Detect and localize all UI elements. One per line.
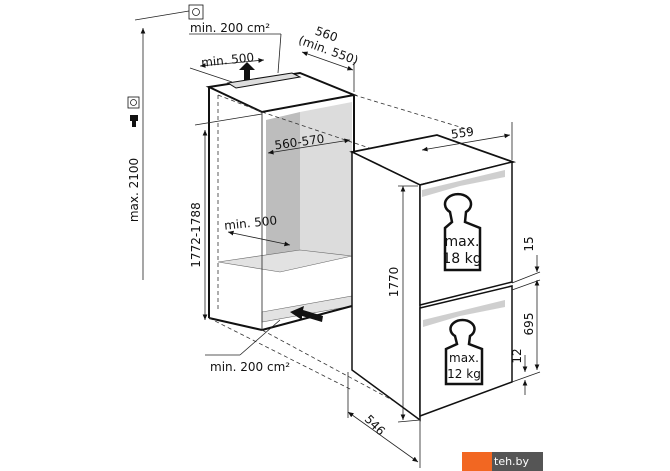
plug-icon	[130, 115, 138, 127]
label-niche-width: 560-570	[274, 132, 326, 153]
label-appliance-depth: 546	[362, 412, 388, 438]
label-gap-bottom: 12	[510, 348, 524, 363]
label-vent-bottom-area: min. 200 cm²	[210, 360, 290, 374]
label-vent-top-width: min. 500	[200, 50, 254, 69]
label-door-height: 695	[522, 313, 536, 336]
label-vent-bottom-width: min. 500	[223, 213, 277, 232]
label-appliance-height: 1770	[387, 267, 401, 298]
appliance	[349, 134, 517, 422]
weight-upper-line2: 18 kg	[442, 251, 481, 267]
label-appliance-width: 559	[450, 125, 475, 142]
label-vent-top-area: min. 200 cm²	[190, 21, 270, 35]
airflow-in-arrow	[290, 306, 323, 322]
label-max-height: max. 2100	[127, 158, 141, 222]
watermark-text: teh.by	[492, 452, 543, 471]
weight-upper-line1: max.	[445, 234, 480, 250]
label-niche-height: 1772-1788	[189, 202, 203, 267]
weight-icon-lower: max. 12 kg	[444, 318, 484, 386]
watermark: teh.by	[462, 452, 543, 471]
ventilation-symbol-icon	[188, 4, 204, 20]
weight-lower-line1: max.	[449, 351, 479, 365]
label-gap-top: 15	[522, 236, 536, 251]
socket-icon	[127, 96, 140, 109]
dimension-lines	[127, 4, 541, 468]
weight-lower-line2: 12 kg	[447, 367, 481, 381]
weight-icon-upper: max. 18 kg	[442, 192, 482, 272]
